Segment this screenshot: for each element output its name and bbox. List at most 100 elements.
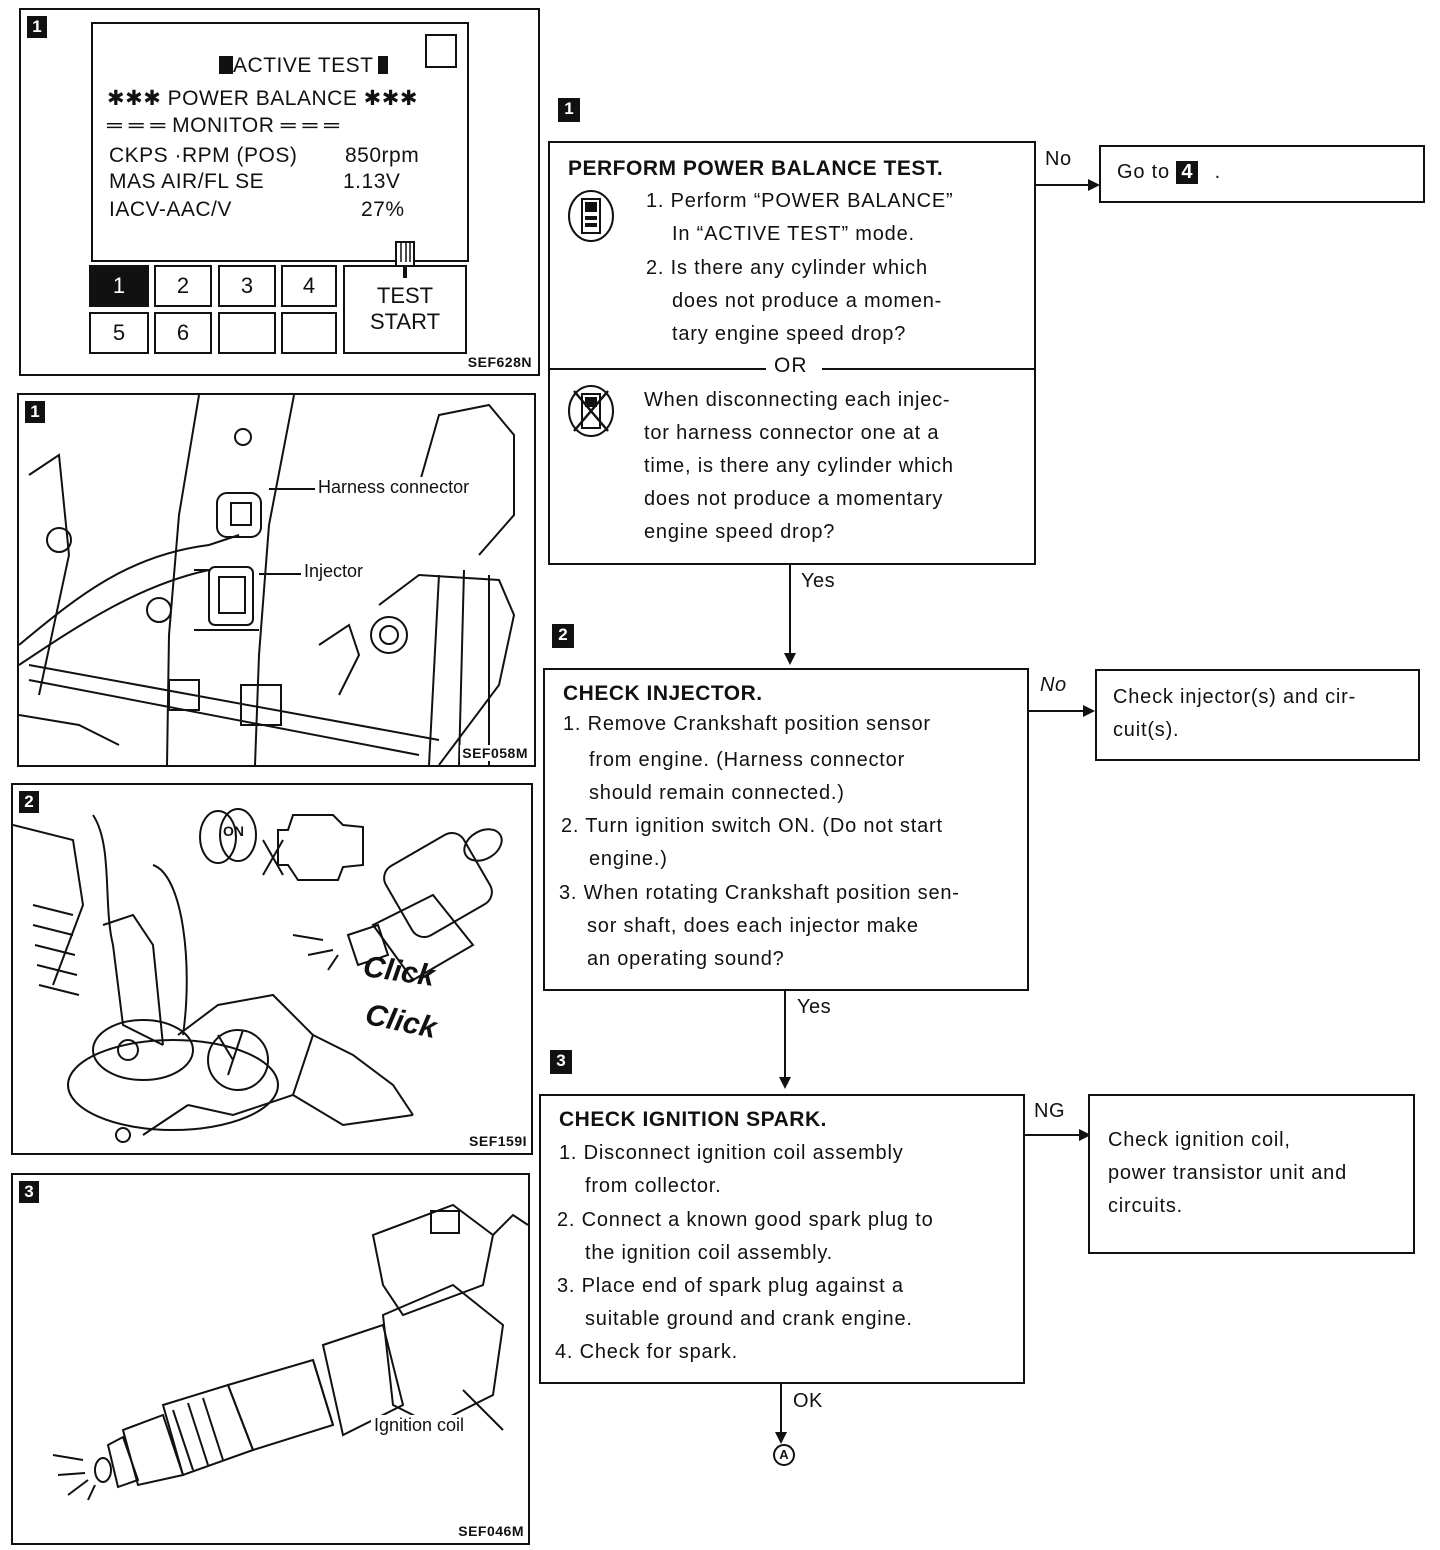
- keypad-key-6[interactable]: 6: [154, 312, 212, 354]
- step1-item: does not produce a momen-: [672, 290, 943, 312]
- step1-alt-line: tor harness connector one at a: [644, 422, 940, 444]
- step2-box: CHECK INJECTOR. 1. Remove Crankshaft pos…: [543, 668, 1029, 991]
- step-badge: 2: [552, 624, 574, 648]
- no-arrow-line: [1036, 184, 1090, 186]
- arrow-down-icon: [779, 1077, 791, 1089]
- arrow-right-icon: [1088, 179, 1100, 191]
- step1-no-result-box: Go to 4 .: [1099, 145, 1425, 203]
- step2-no-result-box: Check injector(s) and cir- cuit(s).: [1095, 669, 1420, 761]
- pointing-hand-icon: [395, 241, 415, 278]
- monitor-row-value: 27%: [361, 198, 405, 221]
- engine-drawing-illustration: [19, 395, 516, 765]
- label-injector: Injector: [301, 561, 367, 582]
- screen-corner-box: [425, 34, 457, 68]
- figure-code: SEF046M: [458, 1523, 524, 1539]
- step3-ng-result-line: Check ignition coil,: [1108, 1129, 1291, 1151]
- step2-item: from engine. (Harness connector: [589, 749, 906, 771]
- figure-code: SEF058M: [460, 745, 530, 761]
- or-divider-label: OR: [774, 354, 808, 377]
- figure-badge: 2: [19, 791, 39, 813]
- yes-arrow-line: [789, 565, 791, 655]
- keypad-key-5[interactable]: 5: [89, 312, 149, 354]
- arrow-right-icon: [1083, 705, 1095, 717]
- keypad-key-2[interactable]: 2: [154, 265, 212, 307]
- step3-ng-result-line: power transistor unit and: [1108, 1162, 1348, 1184]
- monitor-row-value: 850rpm: [345, 144, 420, 167]
- test-start-key[interactable]: TEST START: [343, 265, 467, 354]
- figure-consult-screen: 1 ACTIVE TEST ✱✱✱ POWER BALANCE ✱✱✱ ═ ═ …: [19, 8, 540, 376]
- monitor-header: ═ ═ ═ MONITOR ═ ═ ═: [107, 114, 340, 137]
- step3-title: CHECK IGNITION SPARK.: [559, 1108, 827, 1131]
- step2-item: sor shaft, does each injector make: [587, 915, 919, 937]
- ng-arrow-line: [1025, 1134, 1081, 1136]
- keypad-key-4[interactable]: 4: [281, 265, 337, 307]
- step1-item: In “ACTIVE TEST” mode.: [672, 223, 915, 245]
- step2-yes-label: Yes: [797, 996, 832, 1018]
- keypad-key-1[interactable]: 1: [89, 265, 149, 307]
- step2-item: should remain connected.): [589, 782, 845, 804]
- step1-item: tary engine speed drop?: [672, 323, 907, 345]
- figure-badge: 1: [27, 16, 47, 38]
- label-ignition-coil: Ignition coil: [371, 1415, 468, 1436]
- connector-a-icon[interactable]: A: [773, 1444, 795, 1466]
- go-to-label: Go to: [1117, 161, 1170, 183]
- monitor-row-value: 1.13V: [343, 170, 401, 193]
- figure-badge: 1: [25, 401, 45, 423]
- step3-ng-result-box: Check ignition coil, power transistor un…: [1088, 1094, 1415, 1254]
- keypad-key-blank[interactable]: [281, 312, 337, 354]
- step1-yes-label: Yes: [801, 570, 836, 592]
- step1-alt-line: engine speed drop?: [644, 521, 836, 543]
- step3-item: 1. Disconnect ignition coil assembly: [559, 1142, 904, 1164]
- step-badge: 3: [550, 1050, 572, 1074]
- or-divider-left: [550, 368, 766, 370]
- figure-ignition-spark: 3 Ignition coil SEF046M: [11, 1173, 530, 1545]
- figure-injector-sound: 2 ON Click: [11, 783, 533, 1155]
- step3-item: 3. Place end of spark plug against a: [557, 1275, 904, 1297]
- step1-item: 1. Perform “POWER BALANCE”: [646, 190, 954, 212]
- keypad-key-blank[interactable]: [218, 312, 276, 354]
- step2-item: 2. Turn ignition switch ON. (Do not star…: [561, 815, 943, 837]
- test-start-line-2: START: [369, 309, 441, 334]
- step3-box: CHECK IGNITION SPARK. 1. Disconnect igni…: [539, 1094, 1025, 1384]
- step1-alt-line: does not produce a momentary: [644, 488, 944, 510]
- step1-no-label: No: [1045, 148, 1072, 170]
- step1-item: 2. Is there any cylinder which: [646, 257, 928, 279]
- ignition-coil-illustration: [52, 1203, 528, 1501]
- figure-badge: 3: [19, 1181, 39, 1203]
- monitor-row-name: IACV-AAC/V: [109, 198, 232, 221]
- step2-item: an operating sound?: [587, 948, 785, 970]
- consult-display: ACTIVE TEST ✱✱✱ POWER BALANCE ✱✱✱ ═ ═ ═ …: [91, 22, 469, 278]
- label-harness-connector: Harness connector: [315, 477, 473, 498]
- step3-item: 2. Connect a known good spark plug to: [557, 1209, 934, 1231]
- step2-item: engine.): [589, 848, 668, 870]
- figure-code: SEF628N: [467, 354, 532, 370]
- step3-ng-label: NG: [1034, 1100, 1065, 1122]
- power-balance-header: ✱✱✱ POWER BALANCE ✱✱✱: [107, 87, 418, 110]
- step3-ng-result-line: circuits.: [1108, 1195, 1183, 1217]
- leader-line: [259, 573, 301, 575]
- step3-ok-label: OK: [793, 1390, 823, 1412]
- step3-item: the ignition coil assembly.: [585, 1242, 834, 1264]
- active-test-title: ACTIVE TEST: [181, 30, 388, 102]
- step1-alt-line: When disconnecting each injec-: [644, 389, 951, 411]
- keypad-key-3[interactable]: 3: [218, 265, 276, 307]
- figure-code: SEF159I: [469, 1133, 527, 1149]
- figure-injector-connector: 1 Harness c: [17, 393, 536, 767]
- step3-item: suitable ground and crank engine.: [585, 1308, 913, 1330]
- ignition-key-on-label: ON: [223, 823, 244, 839]
- step1-alt-line: time, is there any cylinder which: [644, 455, 954, 477]
- step2-title: CHECK INJECTOR.: [563, 682, 763, 705]
- test-start-line-1: TEST: [376, 283, 434, 308]
- go-to-step-badge[interactable]: 4: [1176, 161, 1199, 184]
- step2-item: 3. When rotating Crankshaft position sen…: [559, 882, 960, 904]
- monitor-row-name: CKPS ·RPM (POS): [109, 144, 298, 167]
- step1-box: PERFORM POWER BALANCE TEST. 1. Perform “…: [548, 141, 1036, 565]
- step3-item: from collector.: [585, 1175, 722, 1197]
- no-arrow-line: [1029, 710, 1085, 712]
- leader-line: [269, 488, 315, 490]
- or-divider-right: [822, 368, 1036, 370]
- arrow-down-icon: [775, 1432, 787, 1444]
- step2-item: 1. Remove Crankshaft position sensor: [563, 713, 931, 735]
- consult-tester-icon: [568, 190, 614, 242]
- step1-title: PERFORM POWER BALANCE TEST.: [568, 157, 944, 180]
